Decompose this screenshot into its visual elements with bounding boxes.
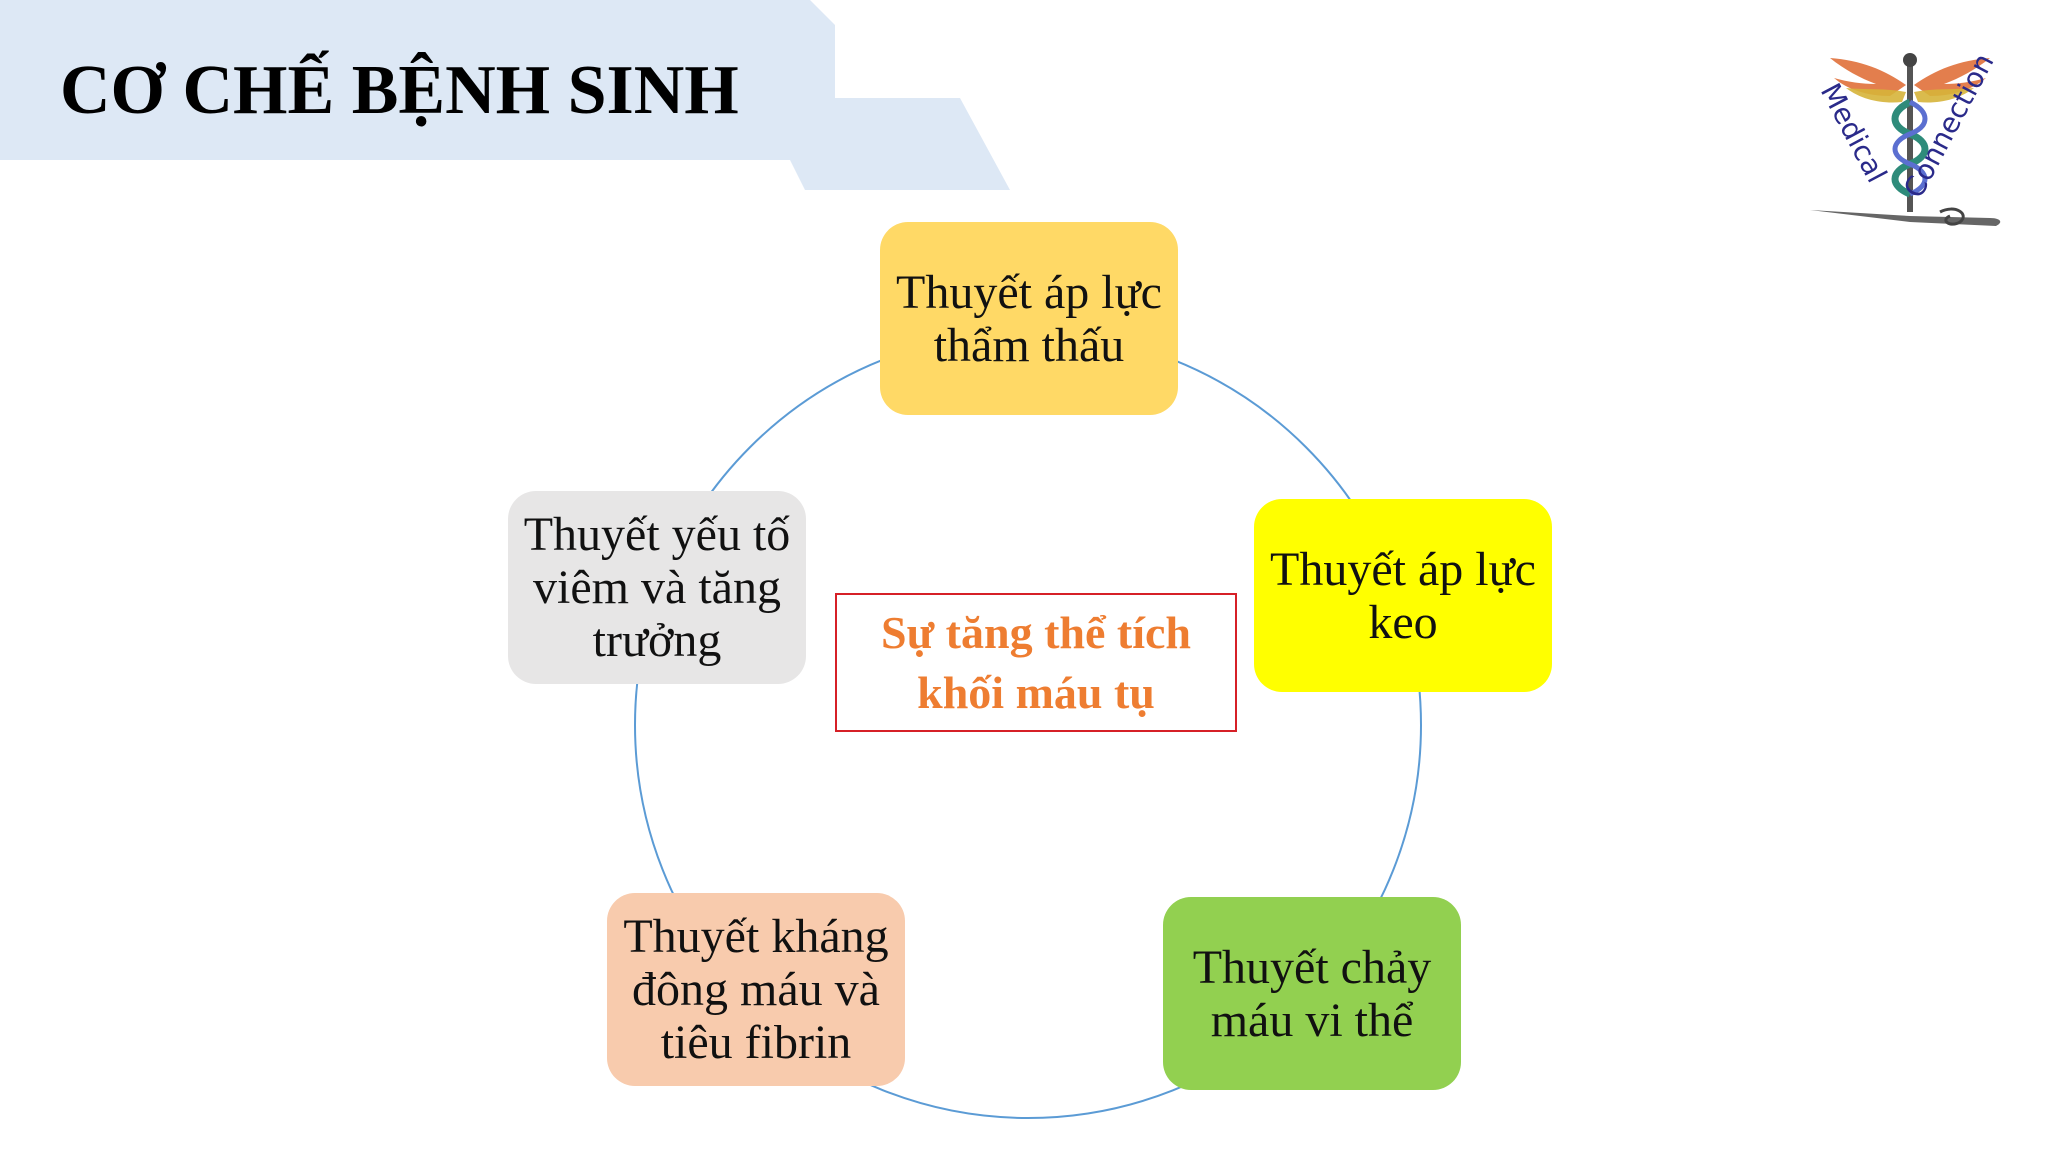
node-inflammation-growth: Thuyết yếu tố viêm và tăng trưởng — [508, 491, 806, 684]
node-colloid-pressure: Thuyết áp lực keo — [1254, 499, 1552, 692]
header-banner — [0, 0, 1010, 190]
node-label: Thuyết áp lực thẩm thấu — [896, 265, 1162, 372]
node-anticoagulation-fibrinolysis: Thuyết kháng đông máu và tiêu fibrin — [607, 893, 905, 1086]
medical-connection-logo: Medical Connection — [1810, 48, 2001, 226]
center-label: Sự tăng thể tích khối máu tụ — [880, 606, 1191, 718]
node-osmotic-pressure: Thuyết áp lực thẩm thấu — [880, 222, 1178, 415]
node-label: Thuyết kháng đông máu và tiêu fibrin — [623, 910, 889, 1069]
node-microbleeding: Thuyết chảy máu vi thể — [1163, 897, 1461, 1090]
node-label: Thuyết chảy máu vi thể — [1192, 940, 1432, 1047]
header-band-main — [0, 0, 1010, 190]
caduceus-wings-icon — [1810, 53, 2001, 226]
node-label: Thuyết áp lực keo — [1270, 542, 1536, 649]
center-box: Sự tăng thể tích khối máu tụ — [835, 593, 1237, 732]
node-label: Thuyết yếu tố viêm và tăng trưởng — [523, 508, 791, 667]
page-title: CƠ CHẾ BỆNH SINH — [60, 52, 739, 129]
